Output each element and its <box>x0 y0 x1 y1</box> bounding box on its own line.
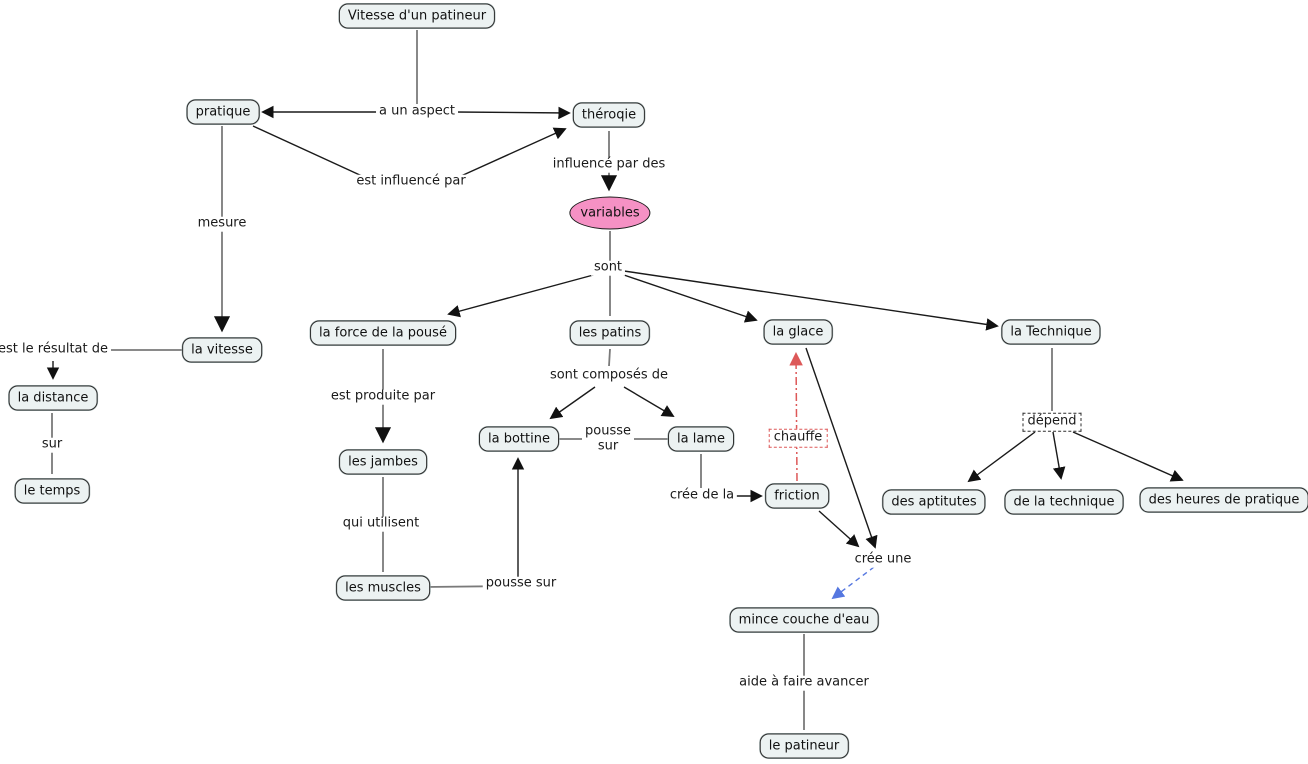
edge-depend-delatechnique <box>1052 431 1066 480</box>
node-des-aptitutes[interactable]: des aptitutes <box>882 489 986 515</box>
node-variables[interactable]: variables <box>569 196 651 230</box>
node-la-lame[interactable]: la lame <box>668 426 734 452</box>
edge-label-cree-de-la[interactable]: crée de la <box>666 488 738 504</box>
edge-friction-creeune <box>818 510 860 548</box>
node-les-jambes[interactable]: les jambes <box>339 449 427 475</box>
edge-glace-creeune <box>805 347 878 549</box>
node-des-heures-de-pratique[interactable]: des heures de pratique <box>1139 487 1308 513</box>
node-la-technique[interactable]: la Technique <box>1001 319 1101 345</box>
node-la-distance[interactable]: la distance <box>8 385 98 411</box>
edge-label-qui-utilisent[interactable]: qui utilisent <box>339 516 423 532</box>
node-mince-couche-eau[interactable]: mince couche d'eau <box>729 607 879 633</box>
edge-label-aide-a-faire-avancer[interactable]: aide à faire avancer <box>736 675 872 691</box>
edge-label-pousse-sur-bottine[interactable]: pousse sur <box>582 424 634 454</box>
edge-composes-lame <box>623 386 675 417</box>
edge-label-sont[interactable]: sont <box>590 260 626 276</box>
edge-label-chauffe[interactable]: chauffe <box>768 428 828 448</box>
edge-creeune-couche <box>831 566 875 600</box>
edge-friction-chauffe-glace <box>789 351 803 482</box>
edge-label-est-influence-par[interactable]: est influencé par <box>353 174 469 190</box>
node-force-de-la-pouse[interactable]: la force de la pousé <box>310 320 456 346</box>
node-pratique[interactable]: pratique <box>186 99 260 125</box>
node-le-patineur[interactable]: le patineur <box>759 733 849 759</box>
edge-aspect-theroqie <box>454 106 571 120</box>
edge-label-cree-une[interactable]: crée une <box>851 552 915 568</box>
node-de-la-technique[interactable]: de la technique <box>1004 489 1124 515</box>
edge-depend-aptitutes <box>967 431 1036 483</box>
edge-sont-force <box>447 273 598 318</box>
edge-sont-glace <box>620 273 758 323</box>
edge-pratique-influence <box>252 125 363 177</box>
node-les-patins[interactable]: les patins <box>569 320 651 346</box>
edge-depend-heures <box>1072 431 1184 482</box>
edge-influence-theroqie <box>460 127 567 177</box>
node-theroqie[interactable]: théroqie <box>572 102 646 128</box>
edge-label-est-le-resultat-de[interactable]: est le résultat de <box>0 342 111 358</box>
edge-patins-composes <box>608 348 611 367</box>
edge-label-sont-composes-de[interactable]: sont composés de <box>546 368 672 384</box>
edge-label-pousse-sur-muscles[interactable]: pousse sur <box>482 576 560 592</box>
node-la-glace[interactable]: la glace <box>763 319 833 345</box>
edge-sont-technique <box>623 270 999 331</box>
edge-label-mesure[interactable]: mesure <box>194 216 250 232</box>
node-vitesse-patineur[interactable]: Vitesse d'un patineur <box>338 3 496 29</box>
node-la-vitesse[interactable]: la vitesse <box>182 337 262 363</box>
node-le-temps[interactable]: le temps <box>14 478 90 504</box>
edge-label-influence-par-des[interactable]: influencé par des <box>549 157 669 173</box>
edge-label-depend[interactable]: dépend <box>1022 412 1082 432</box>
edge-label-est-produite-par[interactable]: est produite par <box>327 389 439 405</box>
node-la-bottine[interactable]: la bottine <box>479 426 559 452</box>
edge-label-a-un-aspect[interactable]: a un aspect <box>376 104 458 120</box>
edge-label-sur[interactable]: sur <box>38 437 66 453</box>
node-les-muscles[interactable]: les muscles <box>336 575 430 601</box>
node-friction[interactable]: friction <box>765 483 829 509</box>
edge-composes-bottine <box>549 386 596 420</box>
